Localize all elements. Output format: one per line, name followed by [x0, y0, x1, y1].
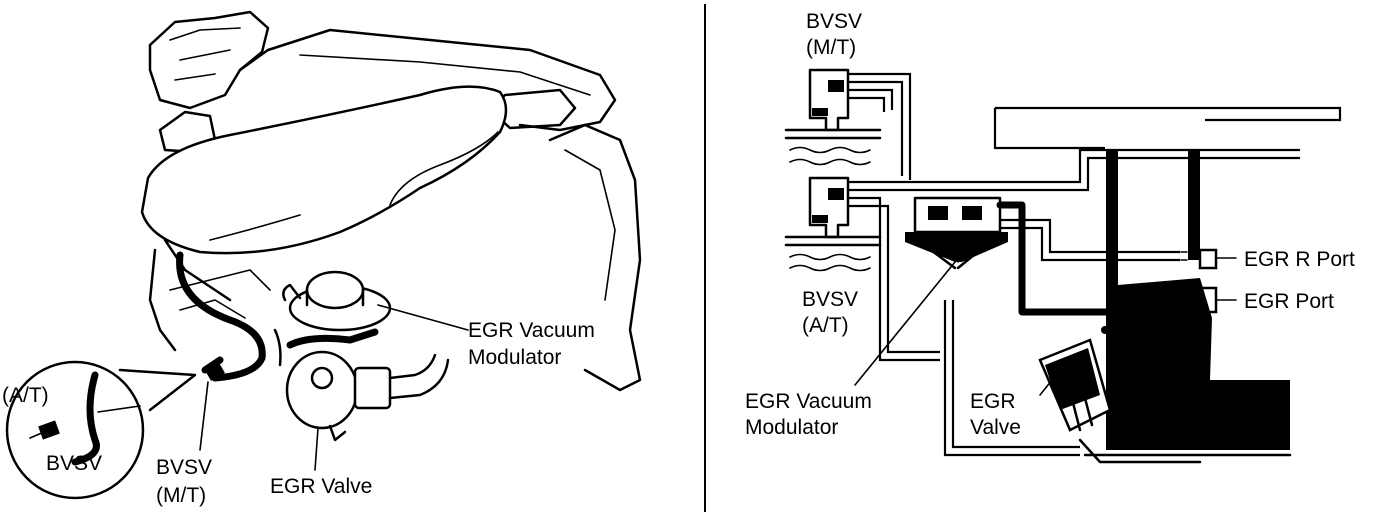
bvsv-at	[784, 176, 882, 272]
bvsv-inset-label: BVSV	[46, 452, 102, 475]
egr-valve-leader	[1039, 369, 1061, 396]
air-cleaner-housing	[140, 85, 508, 255]
bvsv-mt-label-line2: (M/T)	[156, 484, 206, 507]
egr-vacuum-modulator	[905, 196, 1008, 270]
bvsv-mt	[201, 356, 225, 381]
bvsv-inset-callout	[5, 360, 197, 500]
egr-vacuum-modulator-label-line2: Modulator	[745, 416, 838, 439]
egr-valve-label-line2: Valve	[970, 416, 1021, 439]
bvsv-mt-label-line1: BVSV	[156, 456, 212, 479]
engine-layout-view: (A/T) BVSV BVSV (M/T) EGR Valve EGR Vacu…	[2, 10, 642, 507]
egr-valve-label-line1: EGR	[970, 390, 1016, 413]
bvsv-at-label-line2: (A/T)	[802, 314, 849, 337]
egr-valve-label: EGR Valve	[270, 475, 372, 498]
egr-vacuum-modulator-leader	[377, 304, 469, 331]
bvsv-mt-label-line1: BVSV	[806, 10, 862, 33]
bvsv-mt-leader	[199, 381, 209, 451]
egr-vacuum-modulator-label-line2: Modulator	[468, 346, 561, 369]
egr-valve-leader	[314, 427, 319, 471]
vacuum-hose	[996, 201, 1119, 316]
egr-valve	[1038, 278, 1292, 464]
egr-vacuum-modulator-leader	[854, 261, 956, 386]
engine-block-outline	[148, 10, 642, 392]
egr-vacuum-modulator	[282, 270, 392, 332]
bvsv-mt-label-line2: (M/T)	[806, 36, 856, 59]
egr-valve	[285, 350, 450, 442]
bvsv-mt	[784, 68, 882, 166]
bvsv-at-label-line1: BVSV	[802, 288, 858, 311]
bvsv-inset-mode-label: (A/T)	[2, 384, 49, 407]
egr-port-label: EGR Port	[1244, 290, 1334, 313]
egr-r-port-label: EGR R Port	[1244, 248, 1355, 271]
egr-vacuum-modulator-label-line1: EGR Vacuum	[745, 390, 872, 413]
vacuum-schematic-view: BVSV (M/T) BVSV (A/T) EGR Vacuum Modulat…	[745, 10, 1355, 464]
egr-vacuum-modulator-label-line1: EGR Vacuum	[468, 319, 595, 342]
vacuum-hose	[176, 251, 379, 382]
